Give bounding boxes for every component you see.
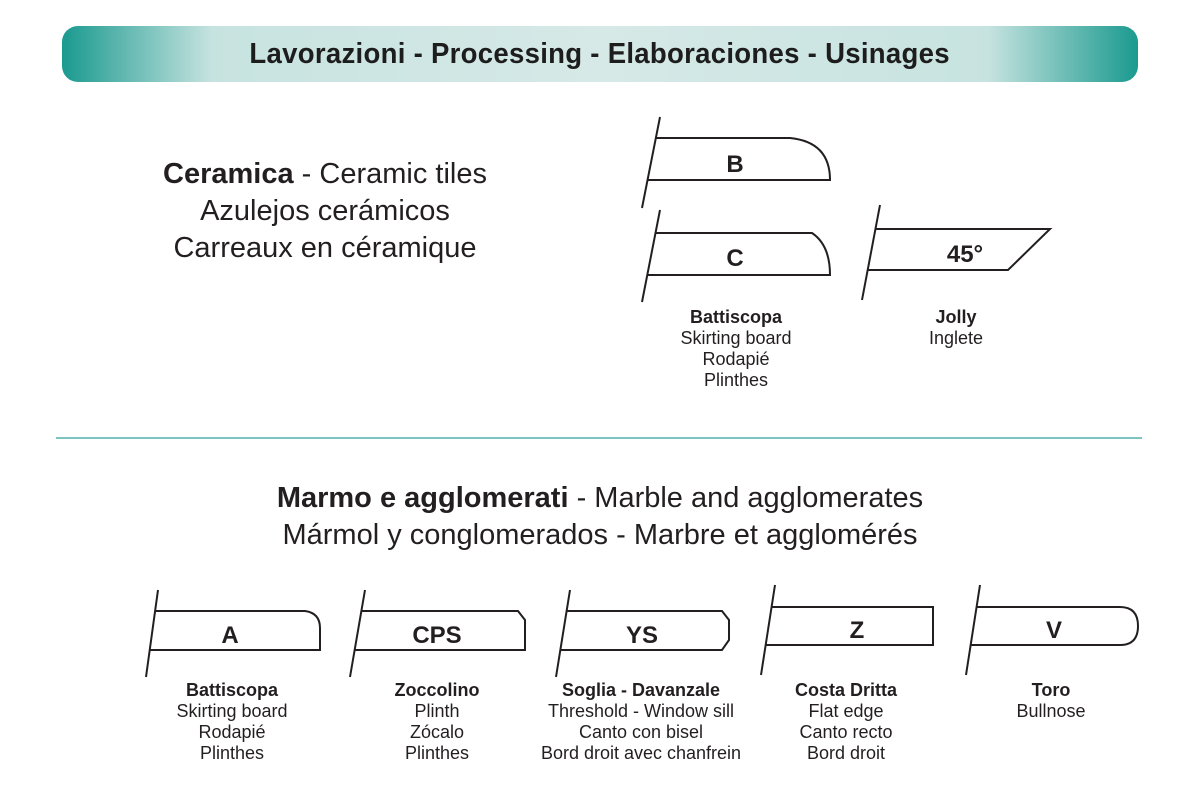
caption-line: Rodapié (198, 722, 266, 742)
profile-45-label: 45° (947, 241, 983, 268)
profile-ys-label: YS (626, 622, 658, 649)
caption-title: Battiscopa (689, 307, 783, 327)
ceramica-line2: Azulejos cerámicos (200, 195, 450, 227)
profile-b: B (641, 116, 832, 209)
header-title: Lavorazioni - Processing - Elaboraciones… (249, 37, 951, 70)
profile-45: 45° (861, 204, 1053, 301)
ceramica-heading: Ceramica - Ceramic tiles Azulejos cerámi… (100, 156, 550, 267)
marmo-title-bold: Marmo e agglomerati (276, 482, 569, 514)
profile-c-label: C (726, 245, 743, 272)
caption-title: Toro (1031, 680, 1071, 700)
caption-line: Plinthes (703, 370, 769, 390)
profile-b-label: B (726, 151, 743, 178)
caption-title: Zoccolino (394, 680, 480, 700)
caption-battiscopa-marmo: Battiscopa Skirting board Rodapié Plinth… (176, 680, 287, 764)
profile-v-label: V (1046, 617, 1062, 644)
caption-line: Plinth (414, 701, 460, 721)
profile-c: C (641, 209, 832, 303)
profile-a-label: A (221, 622, 238, 649)
caption-line: Bullnose (1016, 701, 1086, 721)
profile-z: Z (760, 584, 934, 676)
caption-line: Threshold - Window sill (547, 701, 735, 721)
caption-line: Flat edge (808, 701, 884, 721)
profile-ys: YS (555, 589, 730, 678)
caption-title: Battiscopa (185, 680, 279, 700)
caption-line: Rodapié (702, 349, 770, 369)
caption-line: Skirting board (176, 701, 288, 721)
caption-line: Canto recto (799, 722, 893, 742)
caption-line: Canto con bisel (578, 722, 704, 742)
profile-cps: CPS (349, 589, 526, 678)
caption-line: Bord droit (806, 743, 886, 763)
caption-line: Plinthes (404, 743, 470, 763)
caption-title: Jolly (935, 307, 977, 327)
marmo-heading: Marmo e agglomerati - Marble and agglome… (100, 480, 1100, 554)
profile-a: A (145, 589, 321, 678)
caption-line: Inglete (928, 328, 984, 348)
caption-line: Bord droit avec chanfrein (540, 743, 742, 763)
profile-z-label: Z (850, 617, 865, 644)
header-banner: Lavorazioni - Processing - Elaboraciones… (62, 26, 1138, 82)
profile-v: V (965, 584, 1140, 676)
section-divider (56, 437, 1142, 439)
caption-line: Zócalo (409, 722, 465, 742)
caption-title: Soglia - Davanzale (561, 680, 721, 700)
caption-line: Skirting board (680, 328, 792, 348)
caption-soglia: Soglia - Davanzale Threshold - Window si… (541, 680, 741, 764)
profile-cps-label: CPS (412, 622, 461, 649)
marmo-line2: Mármol y conglomerados - Marbre et agglo… (282, 519, 918, 551)
caption-toro: Toro Bullnose (1016, 680, 1085, 722)
caption-line: Plinthes (199, 743, 265, 763)
ceramica-line3: Carreaux en céramique (173, 232, 477, 264)
caption-battiscopa-ceramica: Battiscopa Skirting board Rodapié Plinth… (680, 307, 791, 391)
caption-title: Costa Dritta (794, 680, 898, 700)
marmo-title-rest: - Marble and agglomerates (568, 482, 924, 514)
ceramica-title-bold: Ceramica (163, 158, 294, 190)
caption-jolly: Jolly Inglete (929, 307, 983, 349)
ceramica-title-rest: - Ceramic tiles (293, 158, 487, 190)
caption-zoccolino: Zoccolino Plinth Zócalo Plinthes (395, 680, 480, 764)
caption-costa-dritta: Costa Dritta Flat edge Canto recto Bord … (795, 680, 897, 764)
